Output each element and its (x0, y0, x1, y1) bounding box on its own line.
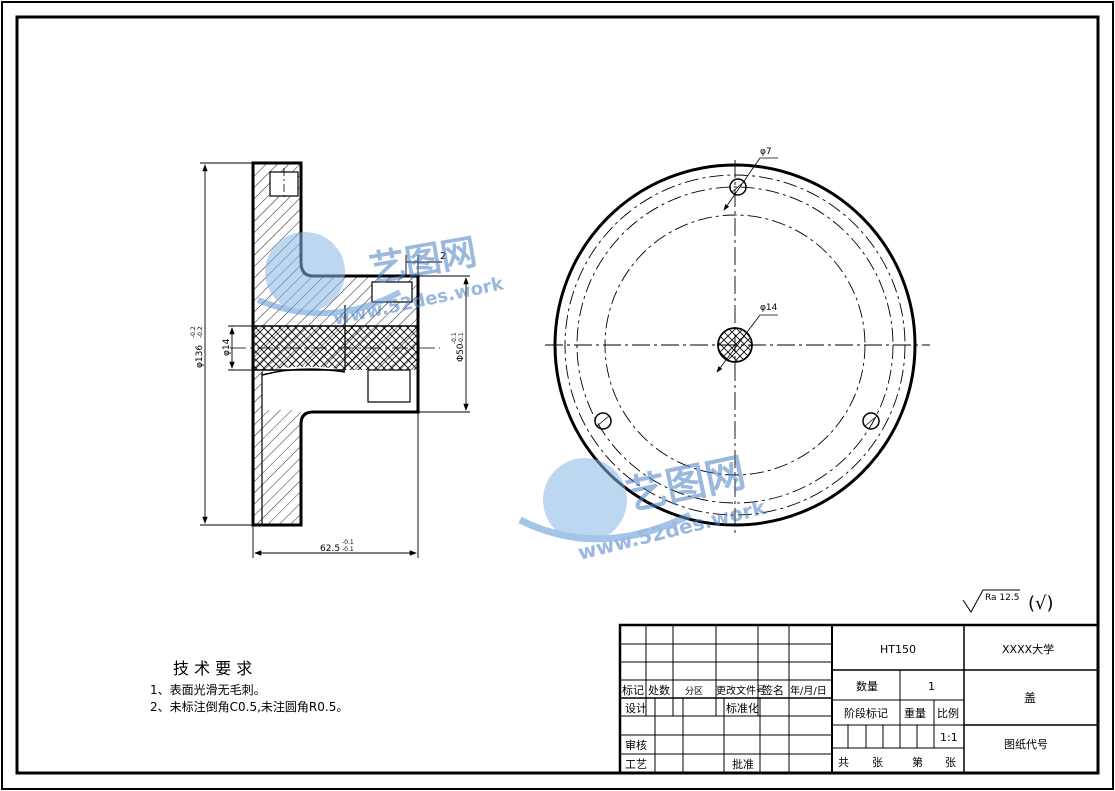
tb-part-name: 盖 (1024, 691, 1036, 705)
roughness-value: Ra 12.5 (985, 593, 1019, 603)
dim-length-tol-upper: -0.1 (342, 539, 354, 546)
dim-hub-tol-lower: -0.1 (458, 332, 465, 344)
roughness-note: (√) (1028, 593, 1054, 614)
tb-weight-label: 重量 (904, 706, 926, 720)
dim-outer-tol-lower: -0.2 (197, 326, 204, 338)
tech-req-title: 技 术 要 求 (173, 659, 252, 678)
dim-length: 62.5 (320, 544, 340, 554)
dim-chamfer: 2 (440, 251, 446, 262)
tb-hdr-zone: 分区 (685, 686, 703, 697)
tb-drawing-no: 图纸代号 (1004, 738, 1048, 751)
dim-hub-tol-upper: -0.1 (451, 332, 458, 344)
watermark-logo-2: 艺图网 www.52des.work (518, 450, 769, 565)
title-block (618, 623, 1100, 775)
tb-hdr-sign: 签名 (762, 683, 784, 697)
tb-sheet-unit1: 张 (872, 756, 883, 769)
tb-qty-label: 数量 (856, 680, 878, 693)
tb-school: XXXX大学 (1002, 642, 1054, 656)
tb-hdr-mark: 标记 (622, 683, 644, 697)
dim-hole-small: φ7 (760, 147, 772, 157)
dim-outer-tol-upper: -0.2 (190, 326, 197, 338)
dim-hole-center: φ14 (760, 303, 778, 313)
tb-page-label: 第 (912, 755, 923, 769)
dim-outer-diameter: φ136 (195, 345, 205, 368)
front-view (545, 157, 930, 535)
tb-qty-value: 1 (928, 680, 935, 693)
tb-stage-label: 阶段标记 (844, 706, 888, 720)
tech-req-item-2: 2、未标注倒角C0.5,未注圆角R0.5。 (150, 699, 348, 714)
dim-hub-diameter: Φ50 (456, 343, 466, 362)
section-dimensions (200, 162, 470, 558)
tb-review: 审核 (625, 738, 647, 752)
section-view (230, 161, 440, 527)
tb-process: 工艺 (625, 758, 647, 771)
tb-sheet-unit2: 张 (945, 756, 956, 769)
tech-req-item-1: 1、表面光滑无毛刺。 (150, 683, 266, 697)
dim-length-tol-lower: -0.1 (342, 546, 354, 553)
inner-frame (15, 15, 1100, 775)
tb-hdr-count: 处数 (648, 684, 670, 697)
tb-hdr-docno: 更改文件号 (716, 684, 766, 697)
dim-bore: φ14 (222, 338, 232, 356)
tb-standard: 标准化 (726, 701, 759, 715)
tb-scale-label: 比例 (937, 706, 959, 720)
tb-approve: 批准 (732, 757, 754, 771)
tb-scale-value: 1:1 (940, 731, 958, 744)
tb-design: 设计 (625, 702, 647, 715)
tb-hdr-date: 年/月/日 (790, 684, 827, 697)
roughness-symbol (962, 589, 1020, 613)
tb-total-label: 共 (838, 756, 849, 769)
tb-material: HT150 (880, 643, 916, 656)
